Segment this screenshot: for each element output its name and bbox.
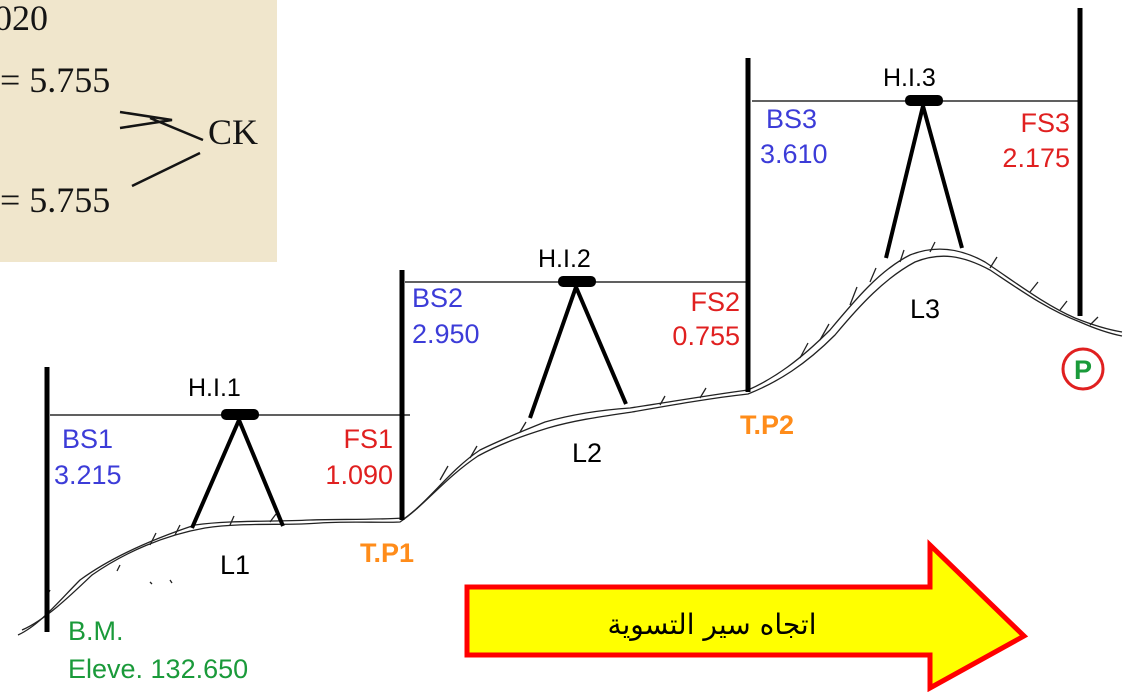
- bs2-value: 2.950: [412, 319, 480, 349]
- bs1-label: BS1: [62, 424, 113, 454]
- fs1-value: 1.090: [325, 460, 393, 490]
- end-point-marker: P: [1061, 347, 1105, 391]
- inset-check-label: CK: [208, 112, 258, 152]
- inset-top-partial: 020: [0, 0, 48, 38]
- level-label-3: L3: [910, 294, 940, 324]
- instrument-3: [884, 95, 964, 259]
- direction-arrow-label: اتجاه سير التسوية: [607, 608, 816, 641]
- level-label-1: L1: [220, 550, 250, 580]
- fs3-value: 2.175: [1002, 143, 1070, 173]
- fs3-label: FS3: [1020, 108, 1070, 138]
- hi-label-1: H.I.1: [188, 374, 241, 402]
- bs3-value: 3.610: [760, 139, 828, 169]
- level-label-2: L2: [572, 438, 602, 468]
- inset-upper-bracket: [119, 110, 204, 142]
- fs2-value: 0.755: [672, 321, 740, 351]
- bs1-value: 3.215: [54, 460, 122, 490]
- end-point-label: P: [1074, 355, 1092, 385]
- fs2-label: FS2: [690, 287, 740, 317]
- benchmark-label: B.M.: [68, 616, 124, 646]
- level-telescope-icon: [221, 409, 259, 420]
- bs2-label: BS2: [412, 283, 463, 313]
- hi-label-2: H.I.2: [538, 245, 591, 273]
- arrow-right-icon: [464, 539, 1029, 692]
- fs1-label: FS1: [343, 424, 393, 454]
- tripod-icon: [528, 286, 628, 419]
- end-point-circle: [1061, 347, 1105, 391]
- turning-point-2: T.P2: [740, 410, 794, 440]
- inset-background: [0, 0, 277, 262]
- instrument-2: [528, 276, 628, 419]
- tripod-icon: [884, 105, 964, 259]
- level-telescope-icon: [558, 276, 596, 287]
- tripod-icon: [190, 419, 285, 529]
- inset-check-panel: 020 = 5.755 = 5.755 CK: [0, 0, 277, 262]
- leveling-staffs: [44, 8, 1083, 632]
- inset-line1: = 5.755: [0, 60, 110, 100]
- instrument-1: [190, 409, 285, 529]
- direction-arrow: اتجاه سير التسوية: [464, 539, 1029, 692]
- hi-label-3: H.I.3: [883, 64, 936, 92]
- turning-point-1: T.P1: [360, 538, 414, 568]
- bs3-label: BS3: [766, 104, 817, 134]
- inset-lower-bracket: [131, 151, 201, 188]
- inset-line2: = 5.755: [0, 180, 110, 220]
- level-telescope-icon: [905, 95, 943, 106]
- benchmark-elevation: Eleve. 132.650: [68, 654, 248, 684]
